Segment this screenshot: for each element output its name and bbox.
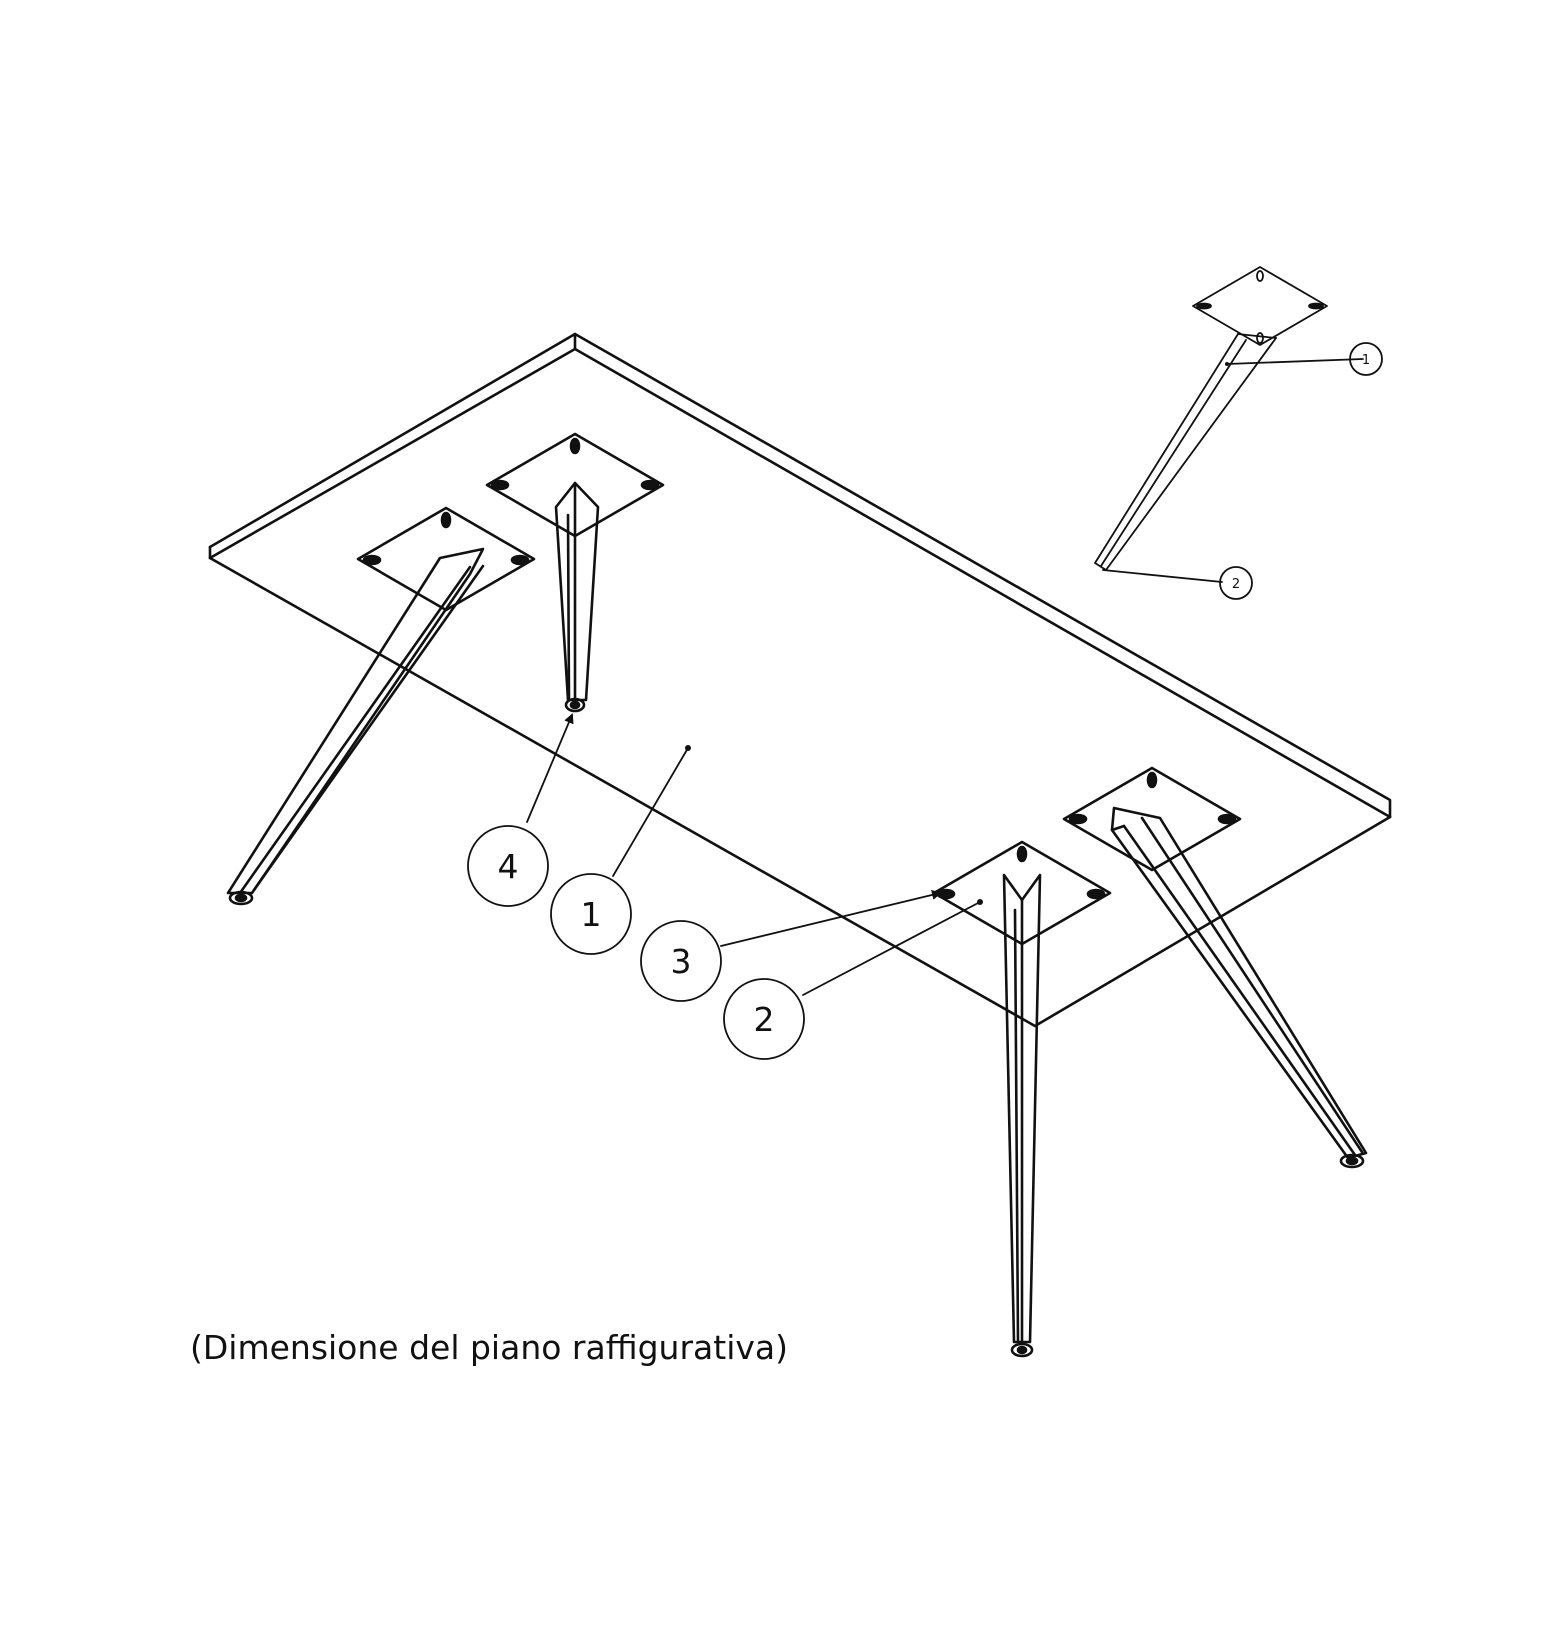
leg-back-right <box>1110 806 1368 1169</box>
mounting-plate-front-left <box>356 506 536 612</box>
detail-callout-2-circle <box>1219 566 1253 600</box>
callout-labels: 4 1 3 2 1 2 <box>498 353 1371 1039</box>
detail-leader-1-dot <box>1225 362 1229 366</box>
callout-4-circle <box>467 825 549 907</box>
callout-2-circle <box>723 978 805 1060</box>
detail-callout-2-label: 2 <box>1232 577 1240 592</box>
leader-4 <box>526 713 574 823</box>
table-top <box>208 332 1392 1028</box>
leader-2 <box>802 901 981 996</box>
mounting-plate-back-right <box>1062 766 1242 872</box>
callout-1-circle <box>550 873 632 955</box>
detail-callout-1-label: 1 <box>1362 353 1370 368</box>
figure-caption: (Dimensione del piano raffigurativa) <box>190 1328 788 1367</box>
leader-1 <box>612 747 689 877</box>
callout-2-label: 2 <box>754 1000 775 1039</box>
callout-3-circle <box>640 920 722 1002</box>
callout-1-label: 1 <box>581 895 602 934</box>
detail-leg-view <box>1094 266 1383 600</box>
leader-2-dot <box>977 899 983 905</box>
callout-3-label: 3 <box>671 942 692 981</box>
leg-back-left <box>554 481 600 713</box>
leader-1-dot <box>685 745 691 751</box>
callout-circles <box>467 825 805 1060</box>
detail-callout-1-circle <box>1349 342 1383 376</box>
leader-3 <box>720 890 942 947</box>
leg-front-right <box>1002 873 1042 1358</box>
leg-front-left <box>226 547 485 906</box>
callout-4-label: 4 <box>498 847 519 886</box>
leader-lines <box>526 713 981 996</box>
